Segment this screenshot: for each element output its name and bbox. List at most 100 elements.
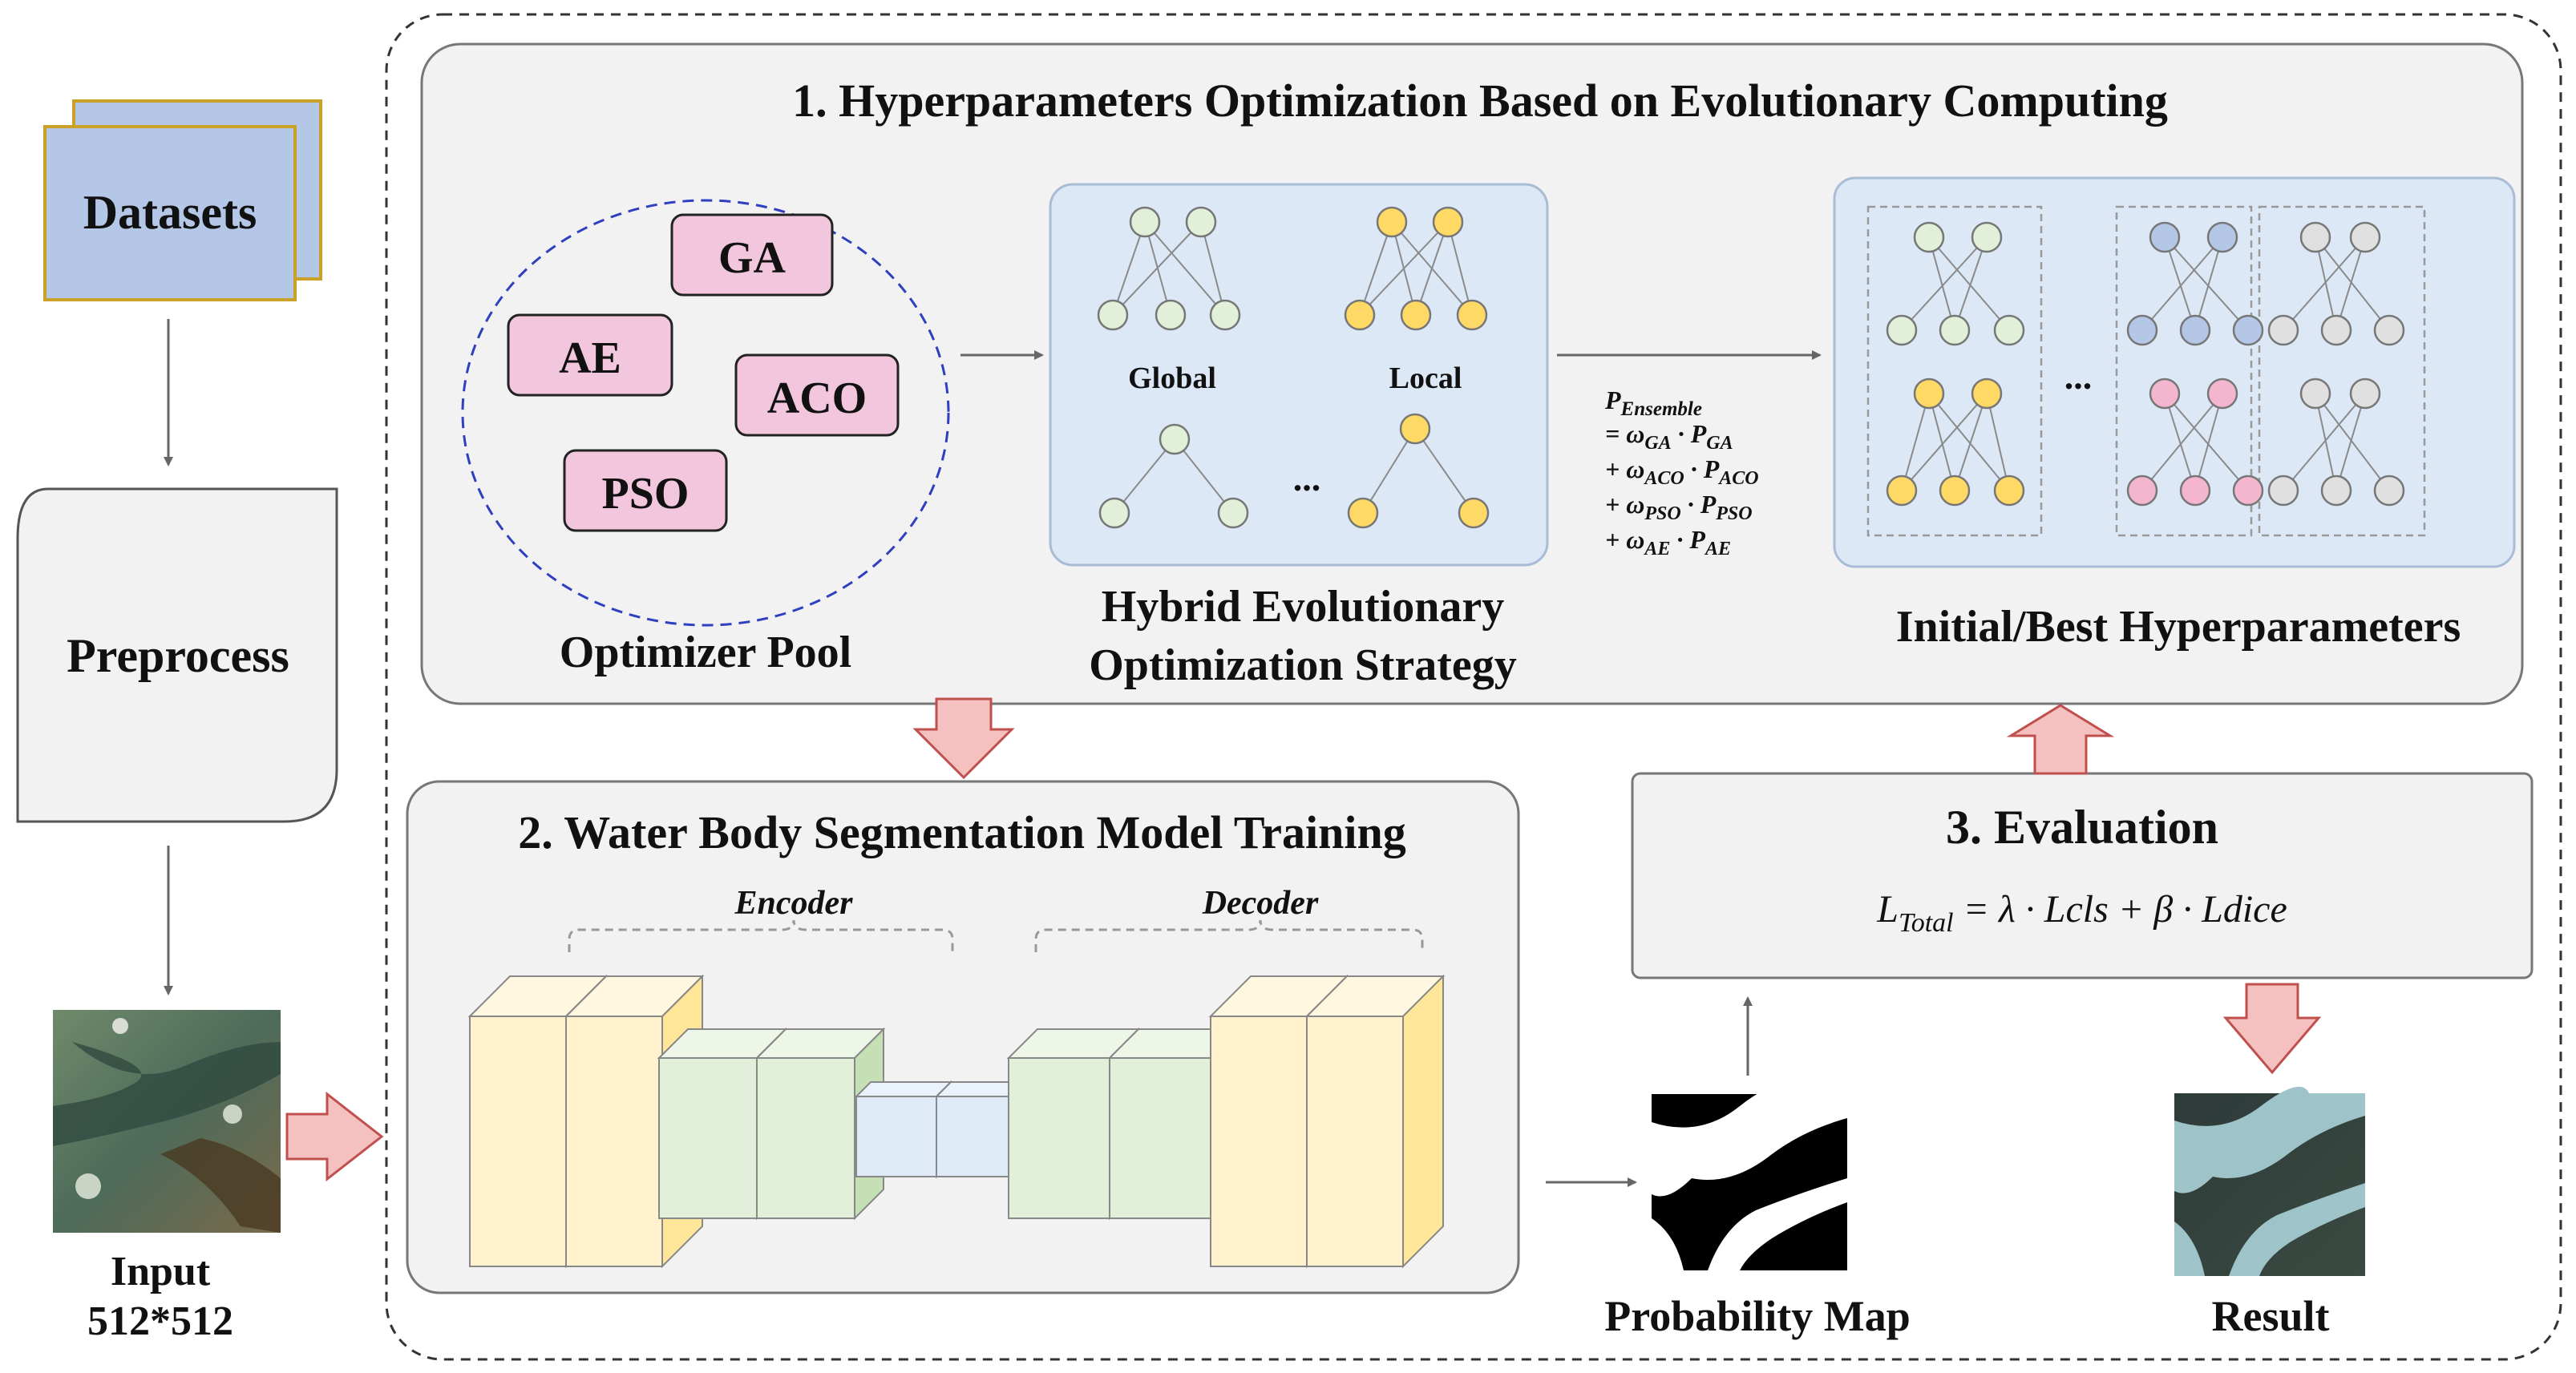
hp-gray-network-1-edge — [2335, 236, 2366, 331]
hybrid-local-label: Local — [1389, 361, 1462, 395]
loss-formula: LTotal = λ · Lcls + β · Ldice — [1876, 888, 2287, 938]
hp-yellow-network-node — [1913, 378, 1945, 410]
hp-gray-network-2-node — [2320, 474, 2352, 507]
hp-pink-network-node — [2206, 378, 2238, 410]
result-image — [2174, 1086, 2365, 1276]
hp-blue-network-edge — [2141, 236, 2223, 331]
tree-green-network-edge — [1114, 438, 1175, 514]
hybrid-ellipsis: ... — [1293, 458, 1321, 499]
hp-yellow-network-edge — [1901, 393, 1988, 491]
section1-title: 1. Hyperparameters Optimization Based on… — [792, 75, 2168, 127]
local-network-edge — [1447, 221, 1473, 316]
optimizer-pso-label: PSO — [602, 469, 689, 519]
section3-title: 3. Evaluation — [1946, 801, 2218, 854]
formula-p-ensemble: PEnsemble — [1604, 386, 1702, 420]
local-network-edge — [1415, 221, 1449, 316]
hybrid-label-line2: Optimization Strategy — [1089, 640, 1516, 690]
result-image-water-1 — [2174, 1086, 2365, 1193]
tree-green-network-node — [1098, 497, 1130, 529]
hp-gray-network-2-node — [2267, 474, 2299, 507]
hp-yellow-network-node — [1993, 474, 2025, 507]
hybrid-global-label: Global — [1128, 361, 1216, 395]
formula-term-aco: + ωACO · PACO — [1605, 454, 1759, 489]
global-network-node — [1185, 206, 1217, 238]
hp-green-network-edge — [1954, 236, 1988, 331]
global-network-node — [1155, 299, 1187, 331]
hp-green-network-node — [1993, 314, 2025, 346]
decoder-label: Decoder — [1202, 885, 1319, 922]
hp-green-network-edge — [1901, 236, 1988, 331]
hp-pink-network-node — [2149, 378, 2181, 410]
ensemble-formula: PEnsemble = ωGA · PGA + ωACO · PACO + ωP… — [1604, 386, 1759, 559]
optimizer-ae: AE — [507, 313, 673, 397]
global-network-node — [1129, 206, 1161, 238]
hp-blue-network-edge — [2164, 236, 2196, 331]
formula-term-ga: = ωGA · PGA — [1605, 419, 1733, 454]
hp-yellow-network — [1886, 378, 2025, 507]
global-network-node — [1097, 299, 1129, 331]
probability-map-label: Probability Map — [1604, 1292, 1911, 1340]
hp-blue-network-edge — [2164, 236, 2249, 331]
preprocess-label: Preprocess — [67, 629, 289, 682]
hp-green-network-edge — [1928, 236, 2010, 331]
local-network — [1344, 206, 1488, 331]
tree-green-network-node — [1159, 423, 1191, 455]
hp-green-network-node — [1913, 221, 1945, 253]
input-image — [53, 1010, 281, 1233]
arrow-optimization-to-training — [912, 697, 1015, 780]
local-network-edge — [1359, 221, 1393, 316]
hp-gray-network-2-edge — [2315, 393, 2337, 491]
hp-gray-network-2-edge — [2283, 393, 2366, 491]
local-network-node — [1456, 299, 1488, 331]
optimizer-pool-label: Optimizer Pool — [560, 628, 851, 677]
hp-blue-network-node — [2232, 314, 2264, 346]
arrow-evaluation-to-result — [2222, 983, 2322, 1075]
tree-green-network-edge — [1174, 438, 1234, 514]
hp-gray-network-2 — [2267, 378, 2405, 507]
optimizer-aco: ACO — [734, 353, 900, 437]
hyperparams-label: Initial/Best Hyperparameters — [1896, 602, 2461, 652]
input-label-line1: Input — [111, 1249, 211, 1294]
hp-gray-network-2-edge — [2335, 393, 2366, 491]
hp-gray-network-1-edge — [2315, 236, 2390, 331]
hybrid-strategy-panel — [1049, 183, 1549, 567]
hp-green-network-node — [1886, 314, 1918, 346]
hp-pink-network — [2126, 378, 2264, 507]
hp-pink-network-edge — [2164, 393, 2196, 491]
arrow-input-to-training — [285, 1091, 384, 1182]
hp-pink-network-edge — [2141, 393, 2223, 491]
hp-pink-network-node — [2232, 474, 2264, 507]
hp-pink-network-edge — [2164, 393, 2249, 491]
hp-pink-network-node — [2126, 474, 2158, 507]
hybrid-label-line1: Hybrid Evolutionary — [1102, 582, 1505, 632]
hp-yellow-network-edge — [1928, 393, 1955, 491]
input-label-line2: 512*512 — [87, 1298, 233, 1344]
outer-dashed-frame — [385, 13, 2562, 1361]
global-network-edge — [1200, 221, 1226, 316]
hp-yellow-network-edge — [1928, 393, 2010, 491]
decoder-block-2b — [1304, 974, 1446, 1269]
hyperparams-group-3 — [2258, 205, 2426, 537]
encoder-label: Encoder — [734, 885, 854, 922]
input-image-spot-1 — [75, 1173, 101, 1199]
optimizer-pool-ellipse — [461, 199, 950, 627]
tree-yellow-network-node — [1458, 497, 1490, 529]
probability-map-water-1 — [1652, 1086, 1847, 1197]
global-network-node — [1209, 299, 1241, 331]
unet-architecture — [467, 974, 1446, 1269]
hp-gray-network-1-edge — [2315, 236, 2337, 331]
formula-term-ae: + ωAE · PAE — [1605, 525, 1731, 559]
hp-blue-network — [2126, 221, 2264, 346]
global-network-edge — [1144, 221, 1226, 316]
preprocess-block — [16, 487, 338, 823]
hp-yellow-network-node — [1886, 474, 1918, 507]
global-network-edge — [1112, 221, 1146, 316]
input-image-shore — [160, 1138, 281, 1233]
tree-yellow-network-edge — [1414, 428, 1474, 514]
probability-map — [1652, 1086, 1847, 1270]
hp-gray-network-1-node — [2349, 221, 2381, 253]
tree-yellow-network-edge — [1362, 428, 1416, 514]
hp-blue-network-node — [2206, 221, 2238, 253]
datasets-label: Datasets — [83, 186, 257, 239]
